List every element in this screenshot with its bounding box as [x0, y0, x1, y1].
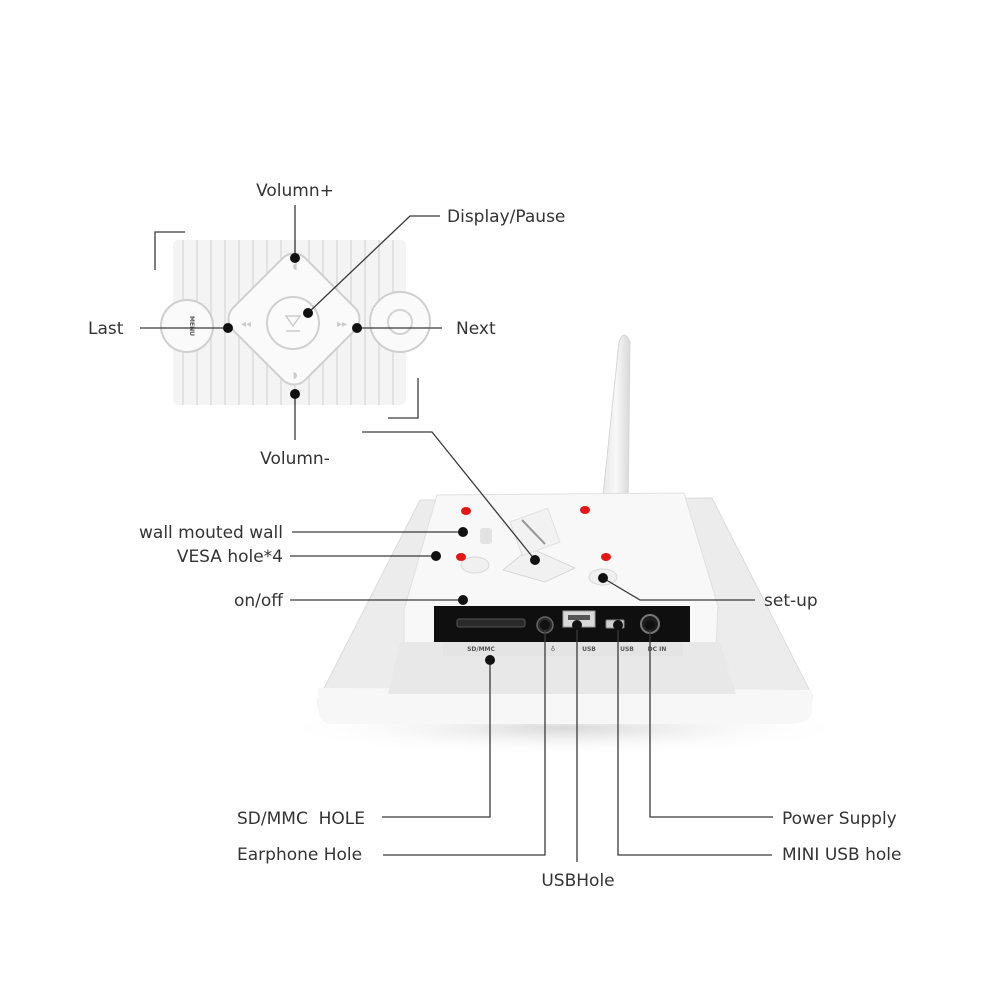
menu-button-label: MENU [188, 316, 195, 336]
sticker-text-line [521, 519, 546, 545]
vesa-hole-marker [456, 553, 466, 561]
dc-port-label: DC IN [648, 646, 667, 653]
leader-dot [458, 595, 468, 605]
leader-lines [140, 205, 773, 862]
center-button [266, 296, 320, 350]
leader-dot [540, 620, 550, 630]
leader-earphone [383, 625, 546, 856]
label-setup: set-up [764, 591, 818, 611]
label-earphone: Earphone Hole [237, 845, 362, 865]
vesa-hole-marker [580, 506, 590, 514]
leader-display-pause [307, 215, 440, 314]
leader-dot [290, 389, 300, 399]
antenna [601, 334, 631, 513]
leader-zoom-pointer [362, 431, 536, 561]
label-vesa: VESA hole*4 [177, 547, 283, 567]
leader-setup [602, 577, 755, 601]
power-icon [387, 309, 413, 335]
leader-mini-usb [617, 625, 772, 856]
volume-up-icon: ◖ [293, 262, 298, 272]
play-pause-icon [284, 315, 302, 332]
panel-bracket-top [154, 231, 185, 270]
label-volume-down: Volumn- [260, 449, 330, 469]
label-power-supply: Power Supply [782, 809, 897, 829]
leader-dot [613, 620, 623, 630]
callout-labels: Volumn+ Display/Pause Last Next Volumn- … [88, 181, 901, 891]
label-last: Last [88, 319, 124, 339]
leader-dot [572, 620, 582, 630]
label-display-pause: Display/Pause [447, 207, 565, 227]
port-label-strip [443, 642, 683, 656]
next-icon: ▸▸ [337, 319, 347, 330]
leader-dot [352, 323, 362, 333]
vesa-hole-marker [461, 507, 471, 515]
label-sd-mmc: SD/MMC HOLE [237, 809, 365, 829]
vesa-hole-marker [601, 553, 611, 561]
label-next: Next [456, 319, 496, 339]
mini-usb-port-label: USB [620, 646, 634, 653]
leader-dot [598, 573, 608, 583]
label-mini-usb: MINI USB hole [782, 845, 901, 865]
sd-card-slot [456, 618, 526, 628]
usb-port-label: USB [582, 646, 596, 653]
leader-dot [530, 555, 540, 565]
label-on-off: on/off [234, 591, 284, 611]
menu-button [160, 299, 214, 353]
power-button [369, 291, 431, 353]
on-off-button [460, 556, 490, 574]
photo-frame-device: SD/MMC ♁ USB USB DC IN [275, 334, 855, 756]
label-usb: USBHole [541, 871, 614, 891]
device-bottom-edge [318, 688, 812, 724]
leader-dot [458, 527, 468, 537]
label-volume-up: Volumn+ [256, 181, 334, 201]
leader-dot [431, 551, 441, 561]
leader-dot [645, 620, 655, 630]
rear-dpad [501, 547, 577, 583]
leader-sd-mmc [382, 660, 491, 818]
wall-mount-hole [480, 528, 492, 544]
leader-dot [303, 308, 313, 318]
button-panel-closeup: MENU ◖ ◗ ◂◂ ▸▸ [154, 231, 431, 419]
previous-icon: ◂◂ [241, 319, 251, 330]
panel-bracket-bottom [388, 378, 419, 419]
leader-dot [485, 655, 495, 665]
leader-dot [223, 323, 233, 333]
usb-port-tongue [568, 615, 590, 620]
sd-port-label: SD/MMC [467, 646, 495, 653]
leader-power-supply [649, 625, 773, 818]
earphone-port-label: ♁ [551, 645, 555, 653]
label-wall-mount: wall mouted wall [139, 523, 283, 543]
leader-dot [290, 253, 300, 263]
volume-down-icon: ◗ [293, 371, 298, 381]
